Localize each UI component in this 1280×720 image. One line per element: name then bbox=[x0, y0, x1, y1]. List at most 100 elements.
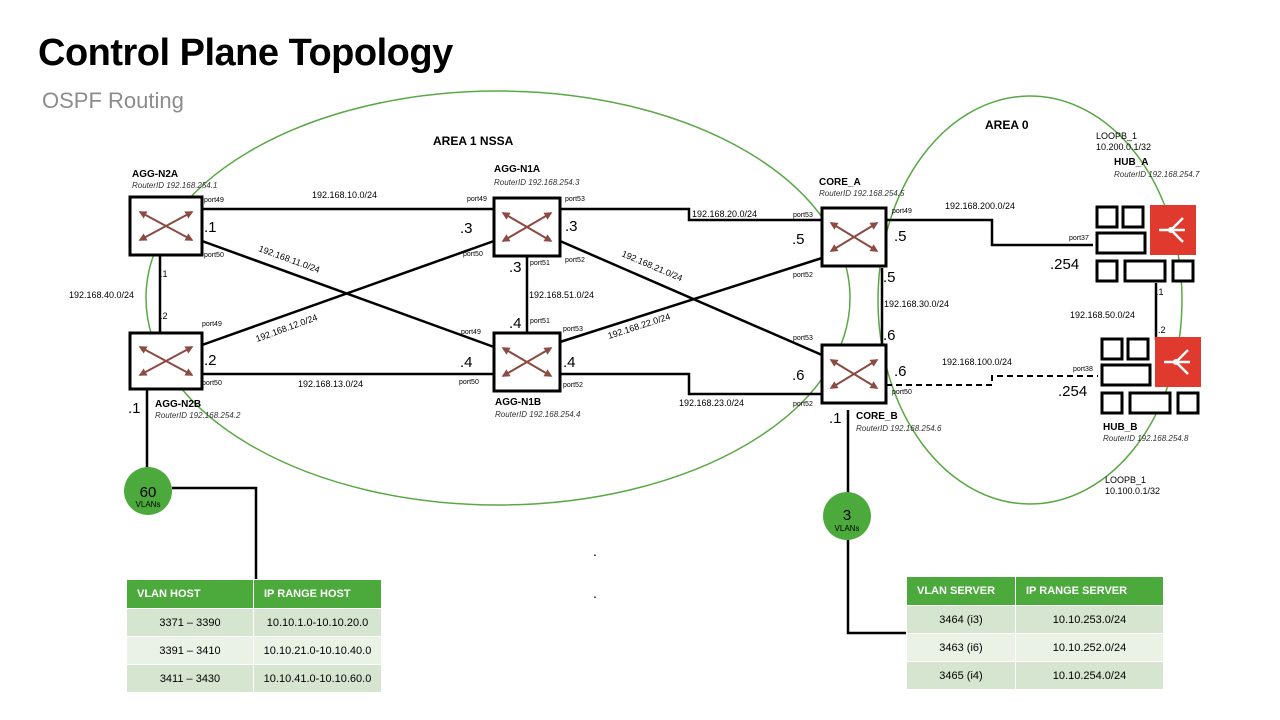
iface-coreb-6-up: .6 bbox=[883, 327, 896, 344]
subnet-n2a-n1a: 192.168.10.0/24 bbox=[312, 190, 377, 200]
switch-icon-core-b bbox=[820, 343, 888, 405]
stray-dot: . bbox=[593, 585, 597, 601]
loopback-ip-hub-b: 10.100.0.1/32 bbox=[1105, 486, 1160, 496]
port-n1a-51: port51 bbox=[530, 260, 550, 267]
link-hostvlan-table bbox=[172, 486, 258, 580]
port-n1a-52: port52 bbox=[565, 257, 585, 264]
link-n1b-corea bbox=[559, 256, 823, 344]
node-name-core-a: CORE_A bbox=[819, 177, 861, 188]
iface-n1a-3-left: .3 bbox=[460, 220, 473, 237]
iface-coreb-6-right: .6 bbox=[894, 363, 907, 380]
loopback-name-hub-b: LOOPB_1 bbox=[1105, 475, 1146, 485]
port-n1b-53: port53 bbox=[563, 326, 583, 333]
subnet-n2a-n1b: 192.168.11.0/24 bbox=[257, 243, 321, 274]
node-name-core-b: CORE_B bbox=[856, 411, 898, 422]
iface-corea-5-left: .5 bbox=[792, 231, 805, 248]
router-id-core-a: RouterID 192.168.254.5 bbox=[819, 189, 905, 198]
port-n2a-49: port49 bbox=[204, 197, 224, 204]
iface-coreb-6-left: .6 bbox=[792, 367, 805, 384]
link-servervlan-table bbox=[846, 533, 907, 635]
port-corea-52: port52 bbox=[793, 272, 813, 279]
switch-icon-agg-n2b bbox=[128, 331, 204, 391]
table-row: 3371 – 3390 10.10.1.0-10.10.20.0 bbox=[126, 608, 382, 637]
link-n1b-coreb bbox=[560, 372, 822, 396]
subnet-corea-huba: 192.168.200.0/24 bbox=[945, 201, 1015, 211]
host-ip-cell: 10.10.1.0-10.10.20.0 bbox=[253, 608, 382, 637]
iface-n1b-4-left: .4 bbox=[460, 354, 473, 371]
host-ip-cell: 10.10.41.0-10.10.60.0 bbox=[253, 664, 382, 693]
port-n1a-50: port50 bbox=[463, 251, 483, 258]
table-row: 3391 – 3410 10.10.21.0-10.10.40.0 bbox=[126, 636, 382, 665]
router-id-agg-n1b: RouterID 192.168.254.4 bbox=[495, 410, 581, 419]
iface-hubb-254: .254 bbox=[1058, 383, 1087, 400]
server-table-header-vlan: VLAN SERVER bbox=[906, 576, 1016, 606]
port-coreb-52: port52 bbox=[793, 401, 813, 408]
subnet-coreb-hubb: 192.168.100.0/24 bbox=[942, 357, 1012, 367]
loopback-ip-hub-a: 10.200.0.1/32 bbox=[1096, 142, 1151, 152]
router-id-hub-a: RouterID 192.168.254.7 bbox=[1114, 170, 1200, 179]
vlan-server-label: VLANs bbox=[835, 524, 860, 533]
loopback-name-hub-a: LOOPB_1 bbox=[1096, 131, 1137, 141]
iface-n1b-4-right: .4 bbox=[563, 354, 576, 371]
subnet-n1a-corea: 192.168.20.0/24 bbox=[692, 209, 757, 219]
subnet-n1a-n1b: 192.168.51.0/24 bbox=[529, 290, 594, 300]
port-corea-49: port49 bbox=[892, 208, 912, 215]
port-n1b-52: port52 bbox=[563, 382, 583, 389]
iface-n2b-1: .1 bbox=[128, 400, 141, 417]
port-n2b-49: port49 bbox=[202, 321, 222, 328]
vlan-host-label: VLANs bbox=[136, 500, 161, 509]
iface-n2a-1-down: .1 bbox=[160, 269, 168, 279]
port-n1b-49: port49 bbox=[461, 329, 481, 336]
server-vlan-cell: 3465 (i4) bbox=[906, 661, 1016, 690]
iface-n2b-2-up: .2 bbox=[160, 311, 168, 321]
node-name-hub-b: HUB_B bbox=[1103, 422, 1137, 433]
table-row: 3464 (i3) 10.10.253.0/24 bbox=[906, 605, 1164, 634]
area1-label: AREA 1 NSSA bbox=[433, 134, 514, 148]
iface-n1b-4-up: .4 bbox=[509, 315, 522, 332]
firewall-icon-hub-b bbox=[1100, 337, 1201, 415]
server-table-header-ip: IP RANGE SERVER bbox=[1015, 576, 1164, 606]
subnet-n1a-coreb: 192.168.21.0/24 bbox=[620, 249, 684, 284]
iface-corea-5-down: .5 bbox=[883, 269, 896, 286]
host-vlan-cell: 3391 – 3410 bbox=[126, 636, 254, 665]
iface-huba-1: .1 bbox=[1156, 287, 1164, 297]
area1-outline bbox=[145, 90, 851, 506]
switch-icon-agg-n1a bbox=[492, 196, 562, 258]
subnet-n2b-n1a: 192.168.12.0/24 bbox=[254, 312, 319, 344]
host-ip-cell: 10.10.21.0-10.10.40.0 bbox=[253, 636, 382, 665]
port-n1b-50: port50 bbox=[459, 379, 479, 386]
iface-n2a-1: .1 bbox=[204, 219, 217, 236]
server-vlan-table: VLAN SERVER IP RANGE SERVER 3464 (i3) 10… bbox=[906, 576, 1164, 690]
page-subtitle: OSPF Routing bbox=[42, 88, 184, 113]
node-name-hub-a: HUB_A bbox=[1114, 157, 1148, 168]
node-name-agg-n1b: AGG-N1B bbox=[495, 397, 541, 408]
port-coreb-50: port50 bbox=[892, 389, 912, 396]
stray-dot: . bbox=[593, 543, 597, 559]
link-corea-huba bbox=[886, 218, 1093, 247]
subnet-corea-coreb: 192.168.30.0/24 bbox=[884, 299, 949, 309]
vlan-host-count: 60 bbox=[140, 484, 157, 501]
node-name-agg-n1a: AGG-N1A bbox=[494, 164, 540, 175]
vlan-cloud-server: 3 VLANs bbox=[823, 492, 871, 540]
router-id-agg-n2a: RouterID 192.168.254.1 bbox=[132, 181, 217, 190]
vlan-server-count: 3 bbox=[843, 507, 851, 524]
host-vlan-cell: 3371 – 3390 bbox=[126, 608, 254, 637]
server-ip-cell: 10.10.252.0/24 bbox=[1015, 633, 1164, 662]
iface-coreb-1: .1 bbox=[829, 410, 842, 427]
router-id-core-b: RouterID 192.168.254.6 bbox=[856, 424, 942, 433]
port-n1a-49: port49 bbox=[467, 196, 487, 203]
switch-icon-agg-n1b bbox=[492, 331, 562, 393]
port-n2a-50: port50 bbox=[204, 252, 224, 259]
area0-outline bbox=[877, 95, 1183, 505]
port-n1b-51: port51 bbox=[530, 318, 550, 325]
links bbox=[145, 207, 1158, 635]
port-corea-53: port53 bbox=[793, 212, 813, 219]
table-row: 3411 – 3430 10.10.41.0-10.10.60.0 bbox=[126, 664, 382, 693]
server-vlan-cell: 3464 (i3) bbox=[906, 605, 1016, 634]
subnet-n2a-n2b: 192.168.40.0/24 bbox=[69, 290, 134, 300]
subnet-huba-hubb: 192.168.50.0/24 bbox=[1070, 310, 1135, 320]
subnet-n2b-n1b: 192.168.13.0/24 bbox=[298, 379, 363, 389]
iface-n1a-3-right: .3 bbox=[565, 218, 578, 235]
host-table-header-vlan: VLAN HOST bbox=[126, 579, 254, 609]
host-vlan-table: VLAN HOST IP RANGE HOST 3371 – 3390 10.1… bbox=[126, 579, 382, 693]
